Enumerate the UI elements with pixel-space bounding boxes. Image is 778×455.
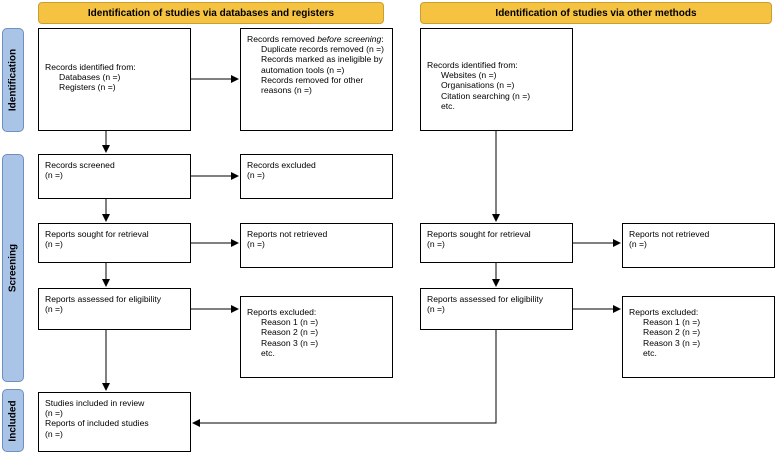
other-sought-title: Reports sought for retrieval (427, 229, 531, 239)
db-reports-assessed-box: Reports assessed for eligibility (n =) (38, 288, 191, 330)
other-reason-etc: etc. (643, 347, 657, 358)
other-identified-title: Records identified from: (427, 60, 518, 70)
db-reports-not-retrieved-box: Reports not retrieved (n =) (240, 223, 393, 268)
db-reports-excluded-box: Reports excluded: Reason 1 (n =) Reason … (240, 296, 393, 378)
other-reports-sought-box: Reports sought for retrieval (n =) (420, 223, 573, 263)
db-removed-title: Records removed before screening: (247, 34, 384, 44)
other-not-retrieved-title: Reports not retrieved (629, 229, 710, 239)
header-databases: Identification of studies via databases … (38, 2, 384, 24)
db-removed-line-2: Records marked as ineligible by automati… (261, 54, 383, 75)
other-reason-1: Reason 1 (n =) (643, 317, 701, 328)
other-assessed-n: (n =) (427, 304, 445, 315)
db-identified-line-2: Registers (n =) (59, 82, 116, 93)
phase-screening: Screening (2, 154, 24, 382)
db-removed-line-3: Records removed for other reasons (n =) (261, 74, 364, 96)
other-identified-line-3: Citation searching (n =) (441, 90, 531, 101)
db-reason-2: Reason 2 (n =) (261, 327, 319, 338)
phase-included: Included (2, 389, 24, 452)
included-line-1: Studies included in review (45, 398, 145, 408)
included-line-2: (n =) (45, 408, 63, 419)
db-not-retrieved-n: (n =) (247, 239, 265, 250)
db-excluded-title: Records excluded (247, 160, 316, 170)
arrow-other-assessed-to-included (192, 330, 497, 427)
db-reports-sought-box: Reports sought for retrieval (n =) (38, 223, 191, 263)
db-assessed-title: Reports assessed for eligibility (45, 294, 162, 304)
db-removed-line-1: Duplicate records removed (n =) (261, 44, 384, 55)
header-other-methods: Identification of studies via other meth… (420, 2, 772, 24)
studies-included-box: Studies included in review (n =) Reports… (38, 392, 191, 452)
db-records-identified-box: Records identified from: Databases (n =)… (38, 28, 191, 131)
other-sought-n: (n =) (427, 239, 445, 250)
included-line-3: Reports of included studies (45, 418, 149, 429)
db-screened-title: Records screened (45, 160, 115, 170)
phase-identification: Identification (2, 28, 24, 132)
other-reports-excluded-box: Reports excluded: Reason 1 (n =) Reason … (622, 296, 775, 378)
other-reason-3: Reason 3 (n =) (643, 337, 701, 348)
other-reports-not-retrieved-box: Reports not retrieved (n =) (622, 223, 775, 268)
included-line-4: (n =) (45, 428, 63, 439)
db-records-removed-box: Records removed before screening: Duplic… (240, 28, 393, 131)
other-identified-line-4: etc. (441, 100, 455, 111)
db-sought-n: (n =) (45, 239, 63, 250)
db-sought-title: Reports sought for retrieval (45, 229, 149, 239)
db-excluded-n: (n =) (247, 170, 265, 181)
other-not-retrieved-n: (n =) (629, 239, 647, 250)
db-records-screened-box: Records screened (n =) (38, 154, 191, 199)
other-reason-2: Reason 2 (n =) (643, 327, 701, 338)
other-reports-assessed-box: Reports assessed for eligibility (n =) (420, 288, 573, 330)
other-identified-line-1: Websites (n =) (441, 70, 497, 81)
db-records-excluded-box: Records excluded (n =) (240, 154, 393, 199)
db-screened-n: (n =) (45, 170, 63, 181)
other-records-identified-box: Records identified from: Websites (n =) … (420, 28, 573, 131)
db-reports-excluded-title: Reports excluded: (247, 307, 317, 317)
db-reason-1: Reason 1 (n =) (261, 317, 319, 328)
other-identified-line-2: Organisations (n =) (441, 80, 515, 91)
db-assessed-n: (n =) (45, 304, 63, 315)
db-identified-title: Records identified from: (45, 62, 136, 72)
db-reason-etc: etc. (261, 347, 275, 358)
db-not-retrieved-title: Reports not retrieved (247, 229, 328, 239)
db-identified-line-1: Databases (n =) (59, 72, 121, 83)
db-reason-3: Reason 3 (n =) (261, 337, 319, 348)
other-assessed-title: Reports assessed for eligibility (427, 294, 544, 304)
other-reports-excluded-title: Reports excluded: (629, 307, 699, 317)
